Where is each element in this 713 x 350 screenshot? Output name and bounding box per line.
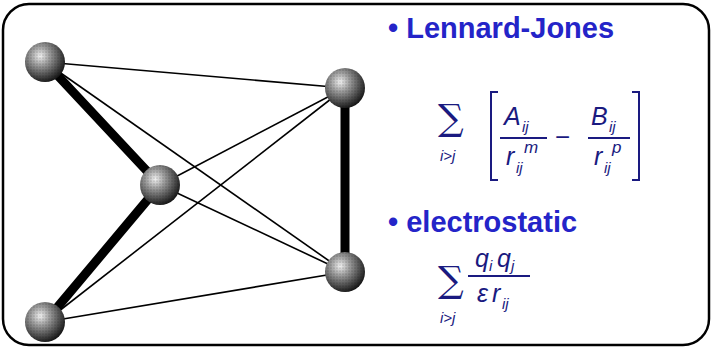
charge: q xyxy=(475,246,489,271)
minus-sign: − xyxy=(555,124,570,150)
exponent: m xyxy=(524,139,538,156)
thin-bonds xyxy=(45,62,345,322)
coefficient: A xyxy=(504,104,521,129)
subscript: i xyxy=(489,258,492,273)
subscript: ij xyxy=(516,160,523,175)
bracket xyxy=(491,92,498,180)
frame xyxy=(3,4,709,345)
subscript: j xyxy=(511,258,514,273)
distance: r xyxy=(594,144,602,169)
permittivity: ε xyxy=(477,281,488,306)
sum-index: i>j xyxy=(440,148,455,163)
subscript: ij xyxy=(522,119,529,134)
sum-sign: ∑ xyxy=(438,100,464,136)
fraction-bar xyxy=(468,275,530,277)
exponent: p xyxy=(612,139,621,156)
subscript: ij xyxy=(502,296,509,311)
fraction-bar xyxy=(588,137,630,139)
distance: r xyxy=(492,281,500,306)
bracket xyxy=(632,92,639,180)
fraction-bar xyxy=(500,137,547,139)
subscript: ij xyxy=(604,160,611,175)
subscript: ij xyxy=(609,119,616,134)
formula-marks xyxy=(468,92,639,276)
thick-bonds xyxy=(45,62,345,322)
heading: • Lennard-Jones xyxy=(388,14,614,43)
sum-sign: ∑ xyxy=(438,262,464,298)
distance: r xyxy=(506,144,514,169)
heading: • electrostatic xyxy=(388,208,577,237)
charge: q xyxy=(497,246,511,271)
atoms xyxy=(25,42,365,342)
coefficient: B xyxy=(591,104,608,129)
sum-index: i>j xyxy=(440,310,455,325)
